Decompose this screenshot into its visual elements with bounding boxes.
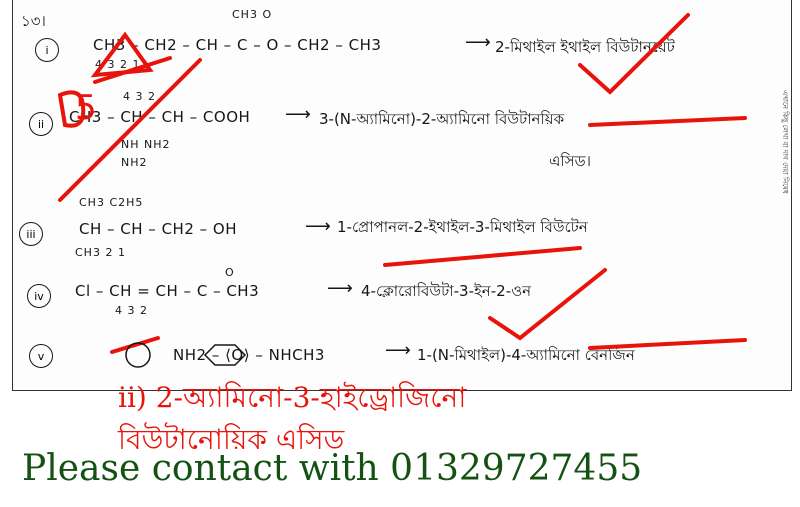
row-ii-above: 4 3 2 bbox=[123, 90, 156, 103]
row-iv-formula: Cl – CH = CH – C – CH3 bbox=[75, 282, 260, 300]
row-iii-answer: 1-প্রোপানল-2-ইথাইল-3-মিথাইল বিউটেন bbox=[337, 218, 588, 236]
row-ii-answer-cont: এসিড। bbox=[549, 152, 592, 170]
caption-line-2: বিউটানোয়িক এসিড bbox=[118, 423, 345, 456]
row-ii-below2: NH2 bbox=[121, 156, 148, 169]
arrow-icon: ⟶ bbox=[327, 278, 353, 299]
arrow-icon: ⟶ bbox=[285, 104, 311, 125]
row-label-iii: iii bbox=[19, 222, 43, 246]
row-i-answer: 2-মিথাইল ইথাইল বিউটানয়েট bbox=[495, 38, 675, 56]
row-iii-above: CH3 C2H5 bbox=[79, 196, 144, 209]
side-note: এখানে কিছু লেখা বা দাগ দেয়া নিষেধ bbox=[781, 90, 789, 194]
corner-mark-5: 5 bbox=[75, 88, 97, 128]
row-iv-above: O bbox=[225, 266, 235, 279]
caption-line-1: ii) 2-অ্যামিনো-3-হাইড্রোজিনো bbox=[118, 381, 467, 414]
contact-text: Please contact with 01329727455 bbox=[22, 448, 643, 489]
row-ii-below: NH NH2 bbox=[121, 138, 171, 151]
row-label-iv: iv bbox=[27, 284, 51, 308]
row-i-formula: CH3 – CH2 – CH – C – O – CH2 – CH3 bbox=[93, 36, 382, 54]
row-iii-below: CH3 2 1 bbox=[75, 246, 126, 259]
row-label-v: v bbox=[29, 344, 53, 368]
row-i-below: 4 3 2 1 bbox=[95, 58, 141, 71]
arrow-icon: ⟶ bbox=[385, 340, 411, 361]
row-iii-formula: CH – CH – CH2 – OH bbox=[79, 220, 237, 238]
row-v-answer: 1-(N-মিথাইল)-4-অ্যামিনো বেনজিন bbox=[417, 346, 635, 364]
row-label-ii: ii bbox=[29, 112, 53, 136]
arrow-icon: ⟶ bbox=[465, 32, 491, 53]
row-iv-answer: 4-ক্লোরোবিউটা-3-ইন-2-ওন bbox=[361, 282, 532, 300]
question-number: ১৩। bbox=[21, 12, 46, 30]
row-i-above: CH3 O bbox=[232, 8, 273, 21]
row-v-formula: NH2 – ⟨O⟩ – NHCH3 bbox=[173, 346, 325, 364]
worksheet-image: ১৩। i CH3 O CH3 – CH2 – CH – C – O – CH2… bbox=[12, 0, 792, 391]
arrow-icon: ⟶ bbox=[305, 216, 331, 237]
row-ii-answer: 3-(N-অ্যামিনো)-2-অ্যামিনো বিউটানয়িক bbox=[319, 110, 565, 128]
row-label-i: i bbox=[35, 38, 59, 62]
row-iv-below: 4 3 2 bbox=[115, 304, 148, 317]
